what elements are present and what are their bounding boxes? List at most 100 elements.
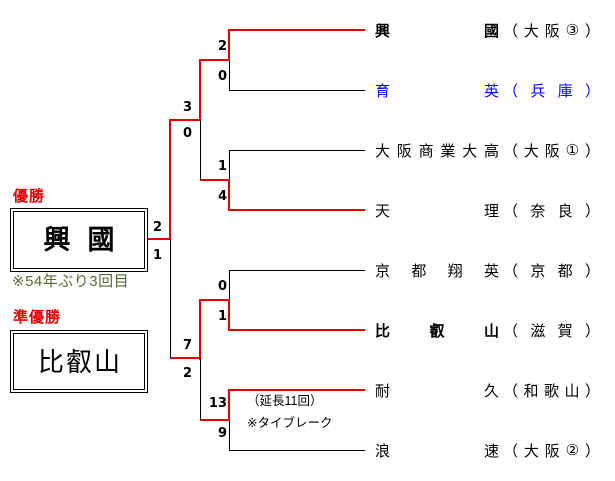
line-qf1-loser bbox=[229, 60, 230, 91]
char: 阪 bbox=[544, 142, 560, 160]
team-prefecture: （ 滋賀 ） bbox=[503, 320, 600, 341]
char: 良 bbox=[557, 202, 573, 220]
line-sf2-loser bbox=[200, 358, 201, 420]
team-name: 育英 bbox=[375, 80, 499, 101]
char: ① bbox=[565, 142, 580, 159]
char: 都 bbox=[557, 262, 573, 280]
line-team-daishodai bbox=[230, 150, 365, 151]
line-sf2-winner bbox=[199, 299, 201, 360]
line-qf2-loser bbox=[229, 150, 230, 180]
char: 奈 bbox=[530, 202, 546, 220]
char: 浪 bbox=[375, 442, 391, 460]
score-qf1-top: 2 bbox=[217, 39, 227, 54]
char: 比 bbox=[37, 346, 64, 377]
char: （ bbox=[503, 262, 519, 280]
runner-up-box-inner: 比叡山 bbox=[13, 333, 145, 390]
line-team-hieizan bbox=[230, 329, 365, 331]
char: 大 bbox=[462, 142, 478, 160]
score-sf2-top: 7 bbox=[182, 338, 192, 353]
extra-innings-line1: （延長11回） bbox=[247, 394, 323, 408]
team-prefecture: （ 京都 ） bbox=[503, 260, 600, 281]
team-name: 大阪商業大高 bbox=[375, 140, 499, 161]
line-qf2-advance bbox=[200, 179, 230, 181]
char: 國 bbox=[483, 22, 499, 40]
char: 國 bbox=[87, 224, 115, 255]
line-team-tenri bbox=[230, 209, 365, 211]
line-qf4-advance bbox=[200, 419, 230, 421]
line-team-ikuei bbox=[230, 90, 365, 91]
char: 賀 bbox=[557, 322, 573, 340]
line-team-kokoku bbox=[230, 29, 365, 31]
char: 英 bbox=[483, 82, 499, 100]
char: 大 bbox=[523, 142, 539, 160]
char: ② bbox=[565, 442, 580, 459]
runner-up-box: 比叡山 bbox=[10, 330, 148, 393]
char: ） bbox=[584, 322, 600, 340]
score-qf2-top: 1 bbox=[217, 159, 227, 174]
team-row-hieizan: 比叡山 （ 滋賀 ） bbox=[375, 319, 600, 341]
char: 滋 bbox=[530, 322, 546, 340]
char: 京 bbox=[530, 262, 546, 280]
char: 兵 bbox=[530, 82, 546, 100]
score-qf3-top: 0 bbox=[217, 279, 227, 294]
char: 久 bbox=[483, 382, 499, 400]
char: 耐 bbox=[375, 382, 391, 400]
char: 翔 bbox=[447, 262, 463, 280]
line-qf3-winner bbox=[228, 299, 230, 331]
team-prefecture: （兵庫） bbox=[503, 80, 600, 101]
char: 都 bbox=[411, 262, 427, 280]
team-name: 京都翔英 bbox=[375, 260, 499, 281]
line-champion-connector bbox=[147, 238, 170, 240]
char: 高 bbox=[483, 142, 499, 160]
char: 天 bbox=[375, 202, 391, 220]
champion-note: ※54年ぶり3回目 bbox=[12, 273, 130, 290]
line-qf1-winner bbox=[228, 29, 230, 61]
char: ） bbox=[584, 262, 600, 280]
char: 業 bbox=[440, 142, 456, 160]
team-row-kyoto-shoei: 京都翔英 （京都） bbox=[375, 259, 600, 281]
char: 理 bbox=[483, 202, 499, 220]
char: 山 bbox=[483, 322, 499, 340]
char: 庫 bbox=[557, 82, 573, 100]
char: 山 bbox=[564, 382, 580, 400]
score-final-bottom: 1 bbox=[152, 248, 162, 263]
champion-box: 興國 bbox=[10, 208, 148, 272]
line-sf1-loser bbox=[200, 120, 201, 180]
char: （ bbox=[503, 322, 519, 340]
score-qf4-top: 13 bbox=[208, 396, 227, 411]
char: （ bbox=[503, 82, 519, 100]
char: 英 bbox=[483, 262, 499, 280]
team-name: 興國 bbox=[375, 20, 499, 41]
char: ） bbox=[584, 202, 600, 220]
line-final-loser bbox=[170, 239, 171, 359]
char: 叡 bbox=[65, 346, 92, 377]
line-qf4-loser bbox=[229, 420, 230, 451]
char: （ bbox=[503, 142, 519, 160]
char: ） bbox=[584, 142, 600, 160]
runner-up-name: 比叡山 bbox=[38, 349, 120, 375]
char: （ bbox=[503, 442, 519, 460]
char: 京 bbox=[375, 262, 391, 280]
team-row-ikuei: 育英 （兵庫） bbox=[375, 79, 600, 101]
line-team-taikyu bbox=[230, 389, 365, 391]
line-qf3-advance bbox=[200, 299, 230, 301]
team-name: 比叡山 bbox=[375, 320, 499, 341]
score-qf4-bottom: 9 bbox=[217, 426, 227, 441]
team-name: 浪速 bbox=[375, 440, 499, 461]
char: 大 bbox=[375, 142, 391, 160]
score-sf2-bottom: 2 bbox=[182, 366, 192, 381]
char: 大 bbox=[523, 442, 539, 460]
line-sf2-advance bbox=[170, 357, 200, 359]
char: 速 bbox=[483, 442, 499, 460]
char: 阪 bbox=[396, 142, 412, 160]
score-final-top: 2 bbox=[152, 220, 162, 235]
line-team-naniwa bbox=[230, 450, 365, 451]
line-team-kyotoshoei bbox=[230, 270, 365, 271]
runner-up-label: 準優勝 bbox=[13, 309, 62, 326]
extra-innings-note: （延長11回） ※タイブレーク bbox=[247, 390, 332, 434]
team-name: 耐久 bbox=[375, 380, 499, 401]
